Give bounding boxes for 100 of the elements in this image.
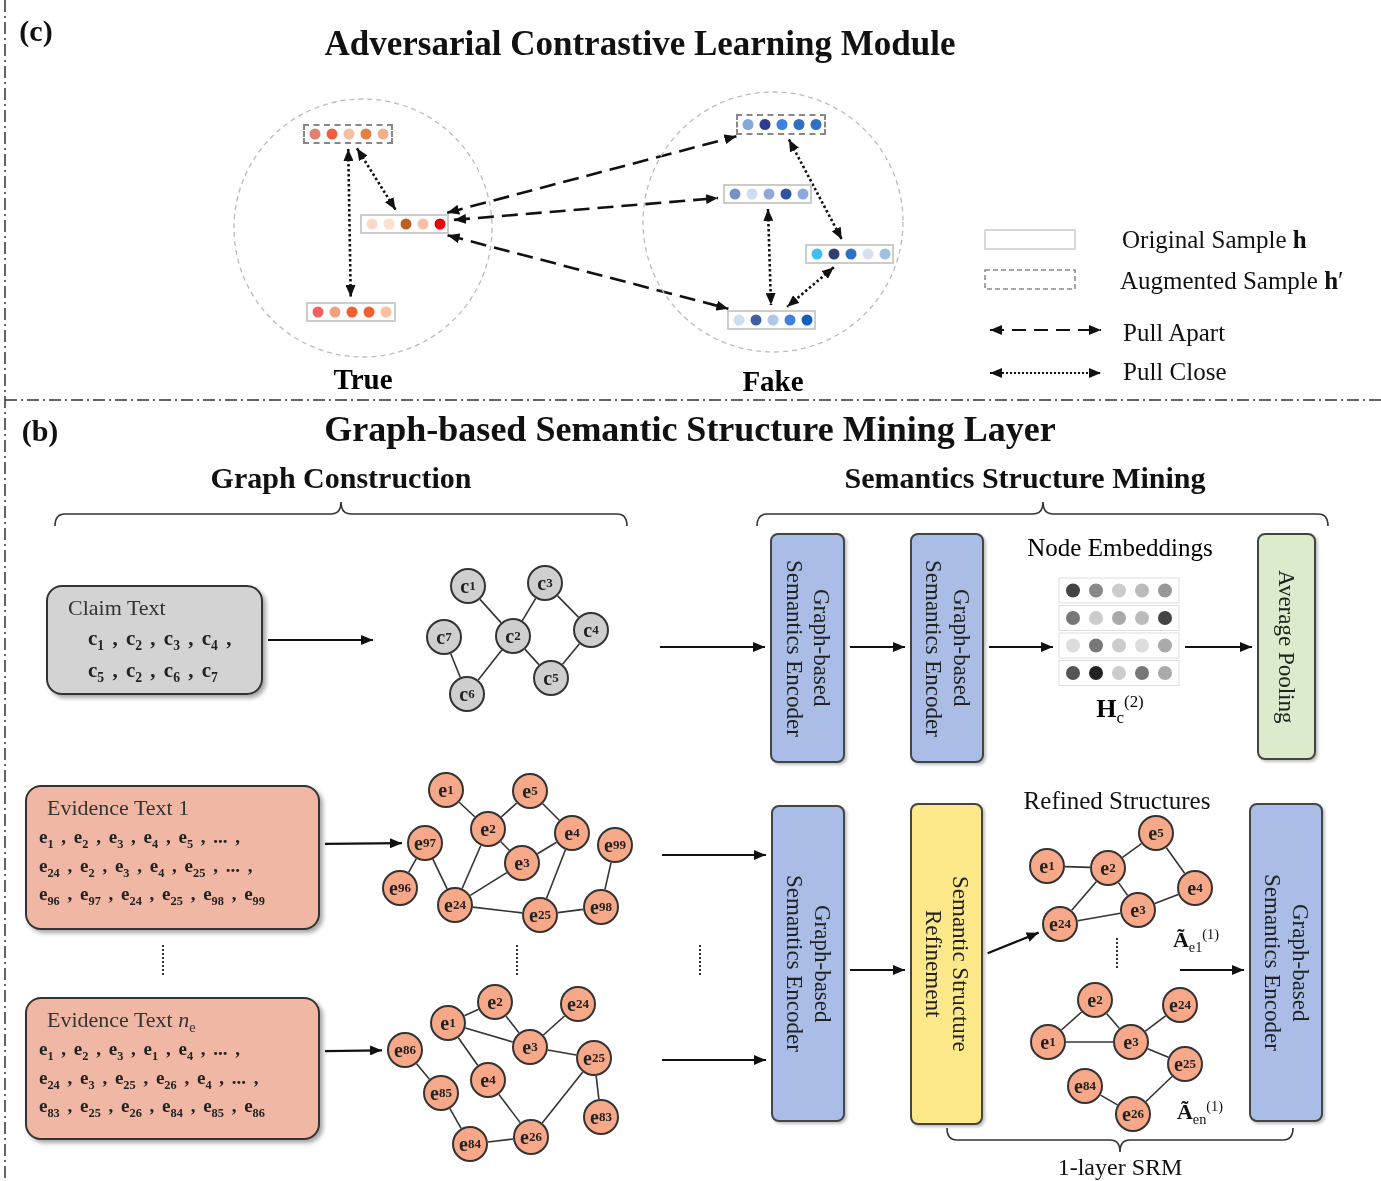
legend-label: Original Sample h — [1122, 226, 1307, 254]
module-label: Graph-based Semantics Encoder — [781, 874, 836, 1054]
graph-edge — [432, 858, 448, 890]
section-heading: Semantics Structure Mining — [844, 460, 1206, 494]
arrow — [987, 931, 1040, 955]
vector-bar — [360, 214, 449, 234]
graph-edge — [1154, 893, 1179, 905]
text-box — [46, 585, 263, 695]
vector-bar — [727, 310, 816, 330]
double-arrow — [446, 134, 737, 215]
module-label: Graph-based Semantics Encoder — [1259, 873, 1314, 1053]
arrow — [662, 1055, 766, 1065]
vector-bar — [306, 302, 396, 322]
graph-edge — [499, 840, 511, 852]
token-sequence: e$_{1}$ , e$_{2}$ , e$_{3}$ , e$_{1}$ , e$_{4}$ , ... , e$_{24}$ , e$_{3}$ , e$_{25}$ , e$_{26}$ , e$_{4}$ , ... , e$_{83}$ , e$_{25}$ , e$_{26}$ , e$_{84}$ , e$_{85}$ , e$_{86}$ — [39, 1037, 266, 1121]
module-box — [910, 533, 984, 763]
graph-edge — [1065, 1041, 1114, 1043]
graph-edge — [1121, 842, 1143, 859]
double-arrow — [763, 208, 776, 306]
vector-bar — [736, 114, 826, 135]
arrow — [268, 635, 373, 645]
graph-edge — [1076, 912, 1122, 922]
arrow — [850, 965, 905, 975]
module-box — [770, 533, 845, 763]
class-label: True — [332, 364, 394, 396]
vector-bar — [303, 124, 393, 144]
module-box — [1257, 533, 1316, 760]
graph-edge — [541, 802, 561, 822]
graph-edge — [463, 1008, 480, 1017]
module-label: Graph-based Semantics Encoder — [780, 558, 836, 739]
graph-edge — [477, 649, 503, 681]
graph-edge — [524, 648, 540, 666]
graph-edge — [449, 652, 462, 679]
graph-edge — [479, 598, 502, 624]
graph-edge — [1165, 846, 1186, 875]
text-box — [25, 997, 320, 1140]
graph-edge — [541, 1071, 584, 1124]
graph-edge — [521, 597, 537, 622]
graph-edge — [1146, 1048, 1170, 1058]
arrow — [1185, 642, 1252, 652]
graph-edge — [556, 595, 580, 618]
panel-label: (b) — [21, 413, 59, 447]
box-heading: Evidence Text 1 — [46, 794, 191, 822]
arrow — [989, 642, 1053, 652]
module-box — [1249, 803, 1323, 1122]
module-label: Graph-based Semantics Encoder — [920, 558, 975, 739]
graph-edge — [505, 1015, 520, 1034]
text-box — [25, 785, 320, 930]
double-arrow — [453, 194, 719, 224]
graph-edge — [457, 1036, 479, 1067]
diagram-title: Adversarial Contrastive Learning Module — [324, 24, 956, 64]
graph-edge — [561, 643, 581, 665]
bracket-label: 1-layer SRM — [1057, 1153, 1183, 1181]
graph-edge — [595, 1075, 600, 1100]
graph-edge — [604, 861, 612, 891]
section-title: Graph-based Semantic Structure Mining Layer — [324, 410, 1056, 450]
token-sequence: c$_{1}$ , c$_{2}$ , c$_{3}$ , c$_{4}$ , c$_{5}$ , c$_{2}$ , c$_{6}$ , c$_{7}$ — [88, 625, 233, 687]
double-arrow — [343, 148, 356, 298]
graph-edge — [449, 1107, 462, 1130]
graph-edge — [464, 1027, 514, 1043]
graph-edge — [407, 857, 418, 874]
double-arrow — [787, 138, 844, 241]
box-heading: Evidence Text n$_{e}$ — [46, 1006, 197, 1036]
vector-bar — [723, 184, 812, 204]
graph-edge — [546, 1049, 578, 1056]
graph-edge — [1070, 880, 1098, 912]
graph-edge — [472, 906, 523, 914]
graph-edge — [500, 802, 518, 818]
class-label: Fake — [741, 366, 805, 398]
graph-edge — [1117, 881, 1129, 897]
arrow — [325, 1045, 382, 1056]
module-box — [910, 803, 983, 1125]
graph-edge — [487, 1138, 514, 1143]
vector-bar — [805, 244, 894, 264]
legend-label: Augmented Sample h′ — [1120, 267, 1344, 295]
double-arrow — [355, 147, 397, 211]
panel-label: (c) — [19, 13, 53, 47]
arrow — [1180, 965, 1244, 975]
graph-edge — [542, 1015, 566, 1036]
graph-edge — [461, 844, 482, 890]
graph-edge — [1064, 865, 1091, 869]
graph-heading: Refined Structures — [1023, 787, 1211, 815]
arrow — [662, 850, 766, 860]
box-heading: Claim Text — [67, 594, 167, 622]
graph-edge — [536, 841, 558, 855]
graph-edge — [458, 801, 476, 818]
graph-edge — [415, 1063, 431, 1080]
arrow — [660, 642, 765, 652]
graph-edge — [1105, 1012, 1121, 1030]
token-sequence: e$_{1}$ , e$_{2}$ , e$_{3}$ , e$_{4}$ , e$_{5}$ , ... , e$_{24}$ , e$_{2}$ , e$_{3}$ , e$_{4}$ , e$_{25}$ , ... , e$_{96}$ , e$_{97}$ , e$_{24}$ , e$_{25}$ , e$_{98}$ , e$_{99}$ — [39, 825, 266, 909]
section-heading: Graph Construction — [210, 460, 472, 494]
graph-edge — [469, 871, 508, 897]
legend-label: Pull Close — [1123, 358, 1227, 386]
double-arrow — [786, 266, 835, 308]
module-label: Semantic Structure Refinement — [919, 875, 975, 1054]
graph-edge — [498, 1093, 521, 1124]
legend-label: Pull Apart — [1123, 319, 1226, 347]
graph-edge — [545, 848, 567, 900]
double-arrow — [447, 233, 729, 311]
graph-edge — [557, 908, 584, 914]
